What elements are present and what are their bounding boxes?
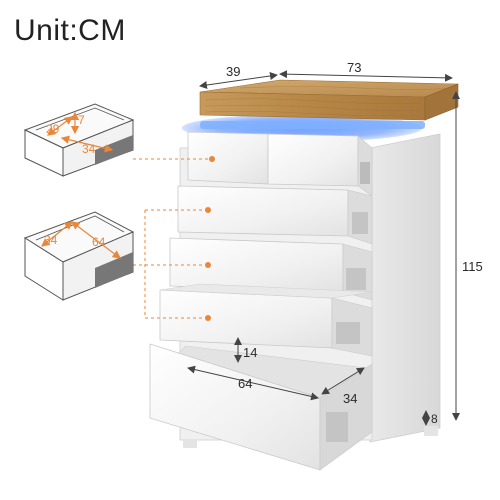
callout-markers bbox=[133, 156, 215, 321]
drawer-inner-width-label: 64 bbox=[238, 376, 252, 391]
top-width-dimension bbox=[279, 70, 453, 82]
dresser-leg-right bbox=[424, 426, 438, 436]
callout-dot-drawer-4 bbox=[205, 315, 211, 321]
unit-title: Unit:CM bbox=[14, 14, 126, 47]
callout-dot-drawer-1 bbox=[209, 156, 215, 162]
dimension-lines bbox=[187, 70, 460, 426]
drawer-2 bbox=[177, 185, 373, 245]
drawer-4 bbox=[159, 283, 373, 357]
leg-height-label: 8 bbox=[431, 412, 438, 426]
top-depth-label: 39 bbox=[226, 64, 240, 79]
top-width-label: 73 bbox=[347, 60, 361, 75]
drawer-inner-width-dimension bbox=[187, 365, 319, 401]
large-drawer-depth-label: 64 bbox=[92, 235, 106, 249]
drawer-inner-height-label: 14 bbox=[243, 345, 257, 360]
drawer-inner-depth-dimension bbox=[321, 367, 365, 395]
callout-dot-drawer-2 bbox=[205, 207, 211, 213]
small-drawer-depth-label: 34 bbox=[82, 142, 96, 156]
dresser bbox=[149, 79, 459, 471]
drawer-detail-diagram-small: 29 7 34 bbox=[23, 103, 135, 177]
height-label: 115 bbox=[462, 259, 483, 274]
dresser-side-panel bbox=[369, 133, 441, 443]
drawer-detail-diagram-large: 34 64 bbox=[23, 211, 135, 301]
small-drawer-width-label: 29 bbox=[46, 122, 60, 136]
led-light-bar bbox=[200, 121, 425, 129]
callout-dot-drawer-3 bbox=[205, 262, 211, 268]
drawer-inner-depth-label: 34 bbox=[343, 391, 357, 406]
top-depth-dimension bbox=[199, 72, 278, 89]
large-drawer-width-label: 34 bbox=[44, 233, 58, 247]
small-drawer-height-label: 7 bbox=[78, 113, 85, 127]
drawer-1 bbox=[187, 131, 373, 197]
dresser-leg-left bbox=[183, 440, 197, 448]
